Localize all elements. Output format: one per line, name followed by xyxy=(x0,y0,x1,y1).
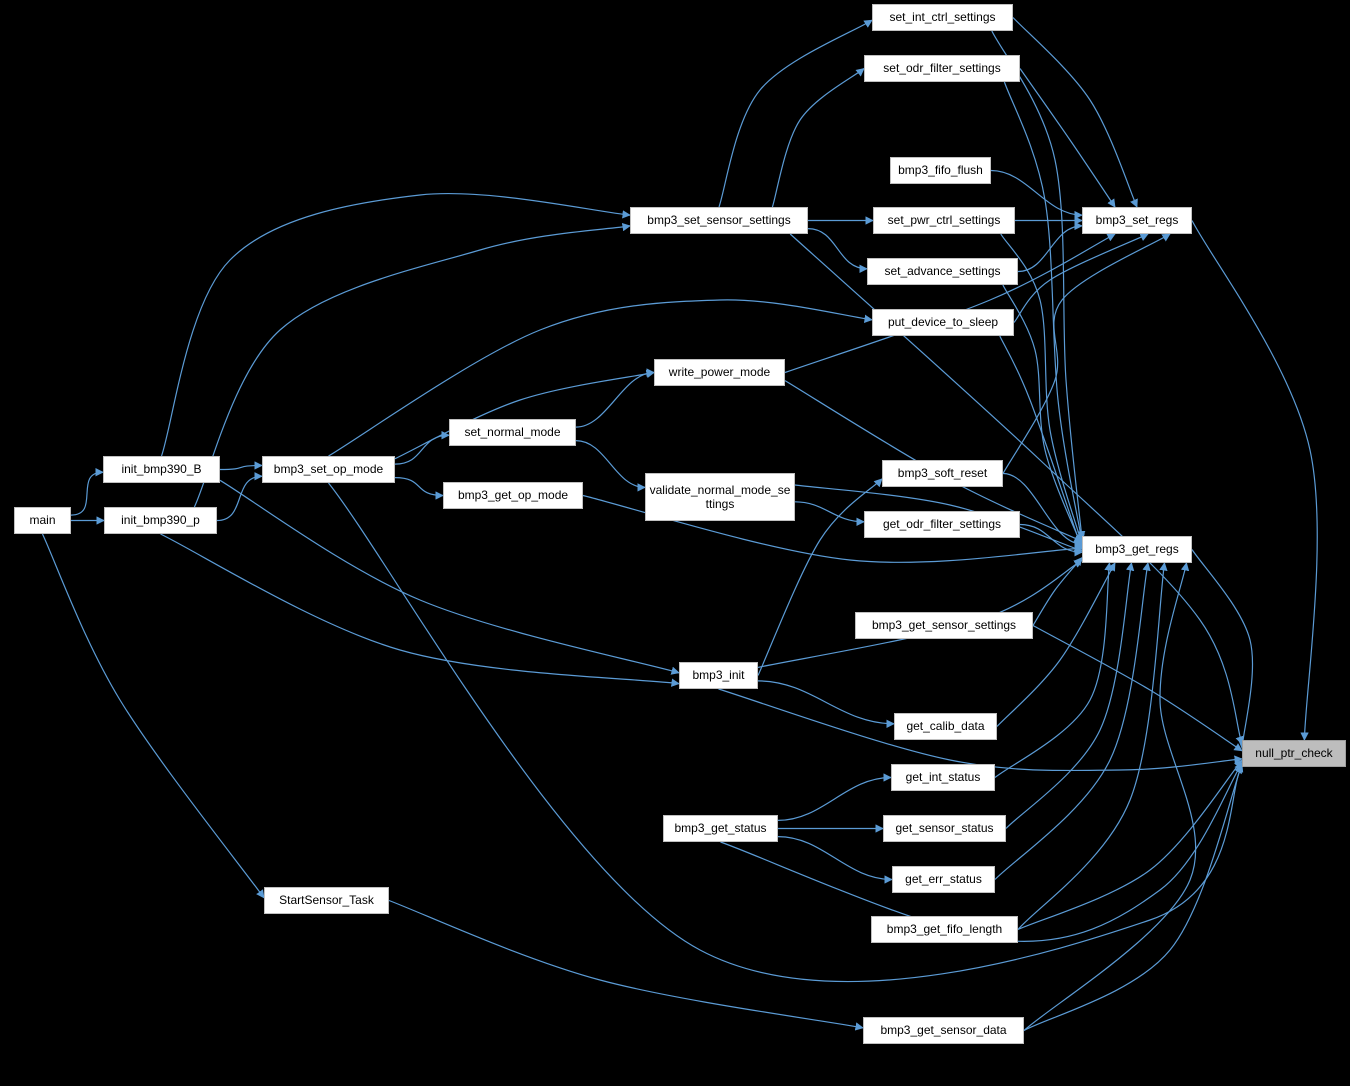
node-get_odr_filter_settings[interactable]: get_odr_filter_settings xyxy=(864,511,1020,538)
call-edge-get_sensor_status-to-bmp3_get_regs xyxy=(1005,562,1135,829)
call-edge-set_odr_filter_settings-to-bmp3_get_regs xyxy=(1003,81,1085,543)
node-get_sensor_status[interactable]: get_sensor_status xyxy=(883,815,1006,842)
call-edge-bmp3_get_fifo_length-to-bmp3_get_regs xyxy=(1017,562,1168,930)
node-main[interactable]: main xyxy=(14,507,71,534)
call-edge-bmp3_set_sensor_settings-to-set_int_ctrl_settings xyxy=(718,19,873,208)
node-bmp3_fifo_flush[interactable]: bmp3_fifo_flush xyxy=(890,157,991,184)
call-edge-bmp3_soft_reset-to-bmp3_get_regs xyxy=(1002,472,1083,549)
call-edge-bmp3_set_op_mode-to-write_power_mode xyxy=(394,369,655,460)
call-edge-set_advance_settings-to-bmp3_get_regs xyxy=(1002,284,1084,548)
call-edge-bmp3_set_regs-to-null_ptr_check xyxy=(1191,220,1318,741)
node-bmp3_set_op_mode[interactable]: bmp3_set_op_mode xyxy=(262,456,395,483)
node-bmp3_set_regs[interactable]: bmp3_set_regs xyxy=(1082,207,1192,234)
call-edge-bmp3_get_sensor_data-to-bmp3_get_regs xyxy=(1023,562,1197,1031)
call-edge-set_pwr_ctrl_settings-to-bmp3_get_regs xyxy=(1000,233,1085,545)
node-bmp3_get_fifo_length[interactable]: bmp3_get_fifo_length xyxy=(871,916,1018,943)
node-get_int_status[interactable]: get_int_status xyxy=(891,764,995,791)
call-edge-write_power_mode-to-bmp3_set_regs xyxy=(784,233,1116,374)
node-get_calib_data[interactable]: get_calib_data xyxy=(894,713,997,740)
call-edge-get_err_status-to-bmp3_get_regs xyxy=(994,562,1151,880)
call-edge-bmp3_set_op_mode-to-bmp3_get_op_mode xyxy=(394,477,444,500)
call-edge-bmp3_init-to-null_ptr_check xyxy=(718,688,1243,772)
call-edge-get_calib_data-to-bmp3_get_regs xyxy=(996,562,1116,727)
node-bmp3_get_sensor_data[interactable]: bmp3_get_sensor_data xyxy=(863,1017,1024,1044)
node-write_power_mode[interactable]: write_power_mode xyxy=(654,359,785,386)
call-edge-set_normal_mode-to-write_power_mode xyxy=(575,368,655,428)
call-edge-bmp3_get_status-to-null_ptr_check xyxy=(720,762,1243,942)
call-edge-bmp3_get_sensor_settings-to-bmp3_get_regs xyxy=(1032,556,1083,626)
node-init_bmp390_B[interactable]: init_bmp390_B xyxy=(103,456,220,483)
call-edge-bmp3_get_status-to-get_int_status xyxy=(777,773,892,821)
call-edge-set_int_ctrl_settings-to-bmp3_get_regs xyxy=(991,30,1086,540)
call-edge-main-to-StartSensor_Task xyxy=(41,533,265,899)
node-bmp3_get_op_mode[interactable]: bmp3_get_op_mode xyxy=(443,482,583,509)
call-edge-init_bmp390_p-to-bmp3_set_op_mode xyxy=(216,472,263,522)
call-edge-bmp3_set_op_mode-to-null_ptr_check xyxy=(328,482,1243,983)
call-edge-bmp3_fifo_flush-to-bmp3_set_regs xyxy=(990,169,1083,220)
call-edge-init_bmp390_B-to-bmp3_init xyxy=(219,479,680,675)
node-bmp3_soft_reset[interactable]: bmp3_soft_reset xyxy=(882,460,1003,487)
call-edge-init_bmp390_p-to-bmp3_init xyxy=(160,533,680,687)
call-edge-set_int_ctrl_settings-to-bmp3_set_regs xyxy=(1012,17,1138,208)
call-edge-bmp3_get_fifo_length-to-null_ptr_check xyxy=(1017,759,1243,931)
call-edge-main-to-init_bmp390_B xyxy=(70,468,104,516)
node-set_advance_settings[interactable]: set_advance_settings xyxy=(867,258,1018,285)
node-null_ptr_check[interactable]: null_ptr_check xyxy=(1242,740,1346,767)
call-edge-bmp3_init-to-get_calib_data xyxy=(757,680,895,728)
node-StartSensor_Task[interactable]: StartSensor_Task xyxy=(264,887,389,914)
node-bmp3_get_regs[interactable]: bmp3_get_regs xyxy=(1082,536,1192,563)
node-get_err_status[interactable]: get_err_status xyxy=(892,866,995,893)
call-edge-bmp3_get_sensor_settings-to-null_ptr_check xyxy=(1032,624,1243,752)
node-set_odr_filter_settings[interactable]: set_odr_filter_settings xyxy=(864,55,1020,82)
node-set_int_ctrl_settings[interactable]: set_int_ctrl_settings xyxy=(872,4,1013,31)
call-edge-bmp3_set_sensor_settings-to-set_odr_filter_settings xyxy=(771,67,865,208)
node-init_bmp390_p[interactable]: init_bmp390_p xyxy=(104,507,217,534)
call-edge-bmp3_set_op_mode-to-set_normal_mode xyxy=(394,431,450,465)
call-edge-validate_normal_mode_settings-to-get_odr_filter_settings xyxy=(794,501,865,526)
call-edge-init_bmp390_B-to-bmp3_set_sensor_settings xyxy=(160,192,631,457)
node-set_pwr_ctrl_settings[interactable]: set_pwr_ctrl_settings xyxy=(873,207,1015,234)
call-edge-set_normal_mode-to-validate_normal_mode_settings xyxy=(575,440,646,492)
call-edge-bmp3_set_sensor_settings-to-set_advance_settings xyxy=(807,228,868,273)
call-edge-get_odr_filter_settings-to-bmp3_get_regs xyxy=(1019,523,1083,557)
call-edge-bmp3_init-to-bmp3_soft_reset xyxy=(757,478,883,676)
call-edge-bmp3_set_op_mode-to-put_device_to_sleep xyxy=(328,299,873,457)
call-edge-validate_normal_mode_settings-to-bmp3_get_regs xyxy=(794,484,1083,553)
call-edge-bmp3_soft_reset-to-bmp3_set_regs xyxy=(1002,233,1171,474)
node-bmp3_set_sensor_settings[interactable]: bmp3_set_sensor_settings xyxy=(630,207,808,234)
call-edge-bmp3_set_sensor_settings-to-null_ptr_check xyxy=(789,233,1244,745)
node-validate_normal_mode_settings[interactable]: validate_normal_mode_settings xyxy=(645,473,795,521)
node-bmp3_get_sensor_settings[interactable]: bmp3_get_sensor_settings xyxy=(855,612,1033,639)
call-edge-set_odr_filter_settings-to-bmp3_set_regs xyxy=(1019,68,1116,208)
call-edge-StartSensor_Task-to-bmp3_get_sensor_data xyxy=(388,899,864,1031)
call-edge-put_device_to_sleep-to-bmp3_get_regs xyxy=(999,335,1084,551)
call-edge-get_int_status-to-bmp3_get_regs xyxy=(994,562,1113,778)
node-put_device_to_sleep[interactable]: put_device_to_sleep xyxy=(872,309,1014,336)
call-edge-put_device_to_sleep-to-bmp3_set_regs xyxy=(1013,233,1149,323)
call-edge-init_bmp390_B-to-bmp3_set_op_mode xyxy=(219,461,263,471)
node-bmp3_init[interactable]: bmp3_init xyxy=(679,662,758,689)
call-edge-bmp3_get_status-to-get_err_status xyxy=(777,836,893,884)
call-edge-bmp3_get_regs-to-null_ptr_check xyxy=(1191,549,1254,749)
node-bmp3_get_status[interactable]: bmp3_get_status xyxy=(663,815,778,842)
call-edge-init_bmp390_p-to-bmp3_set_sensor_settings xyxy=(193,222,631,508)
call-edge-bmp3_get_sensor_data-to-null_ptr_check xyxy=(1023,763,1244,1032)
node-set_normal_mode[interactable]: set_normal_mode xyxy=(449,419,576,446)
